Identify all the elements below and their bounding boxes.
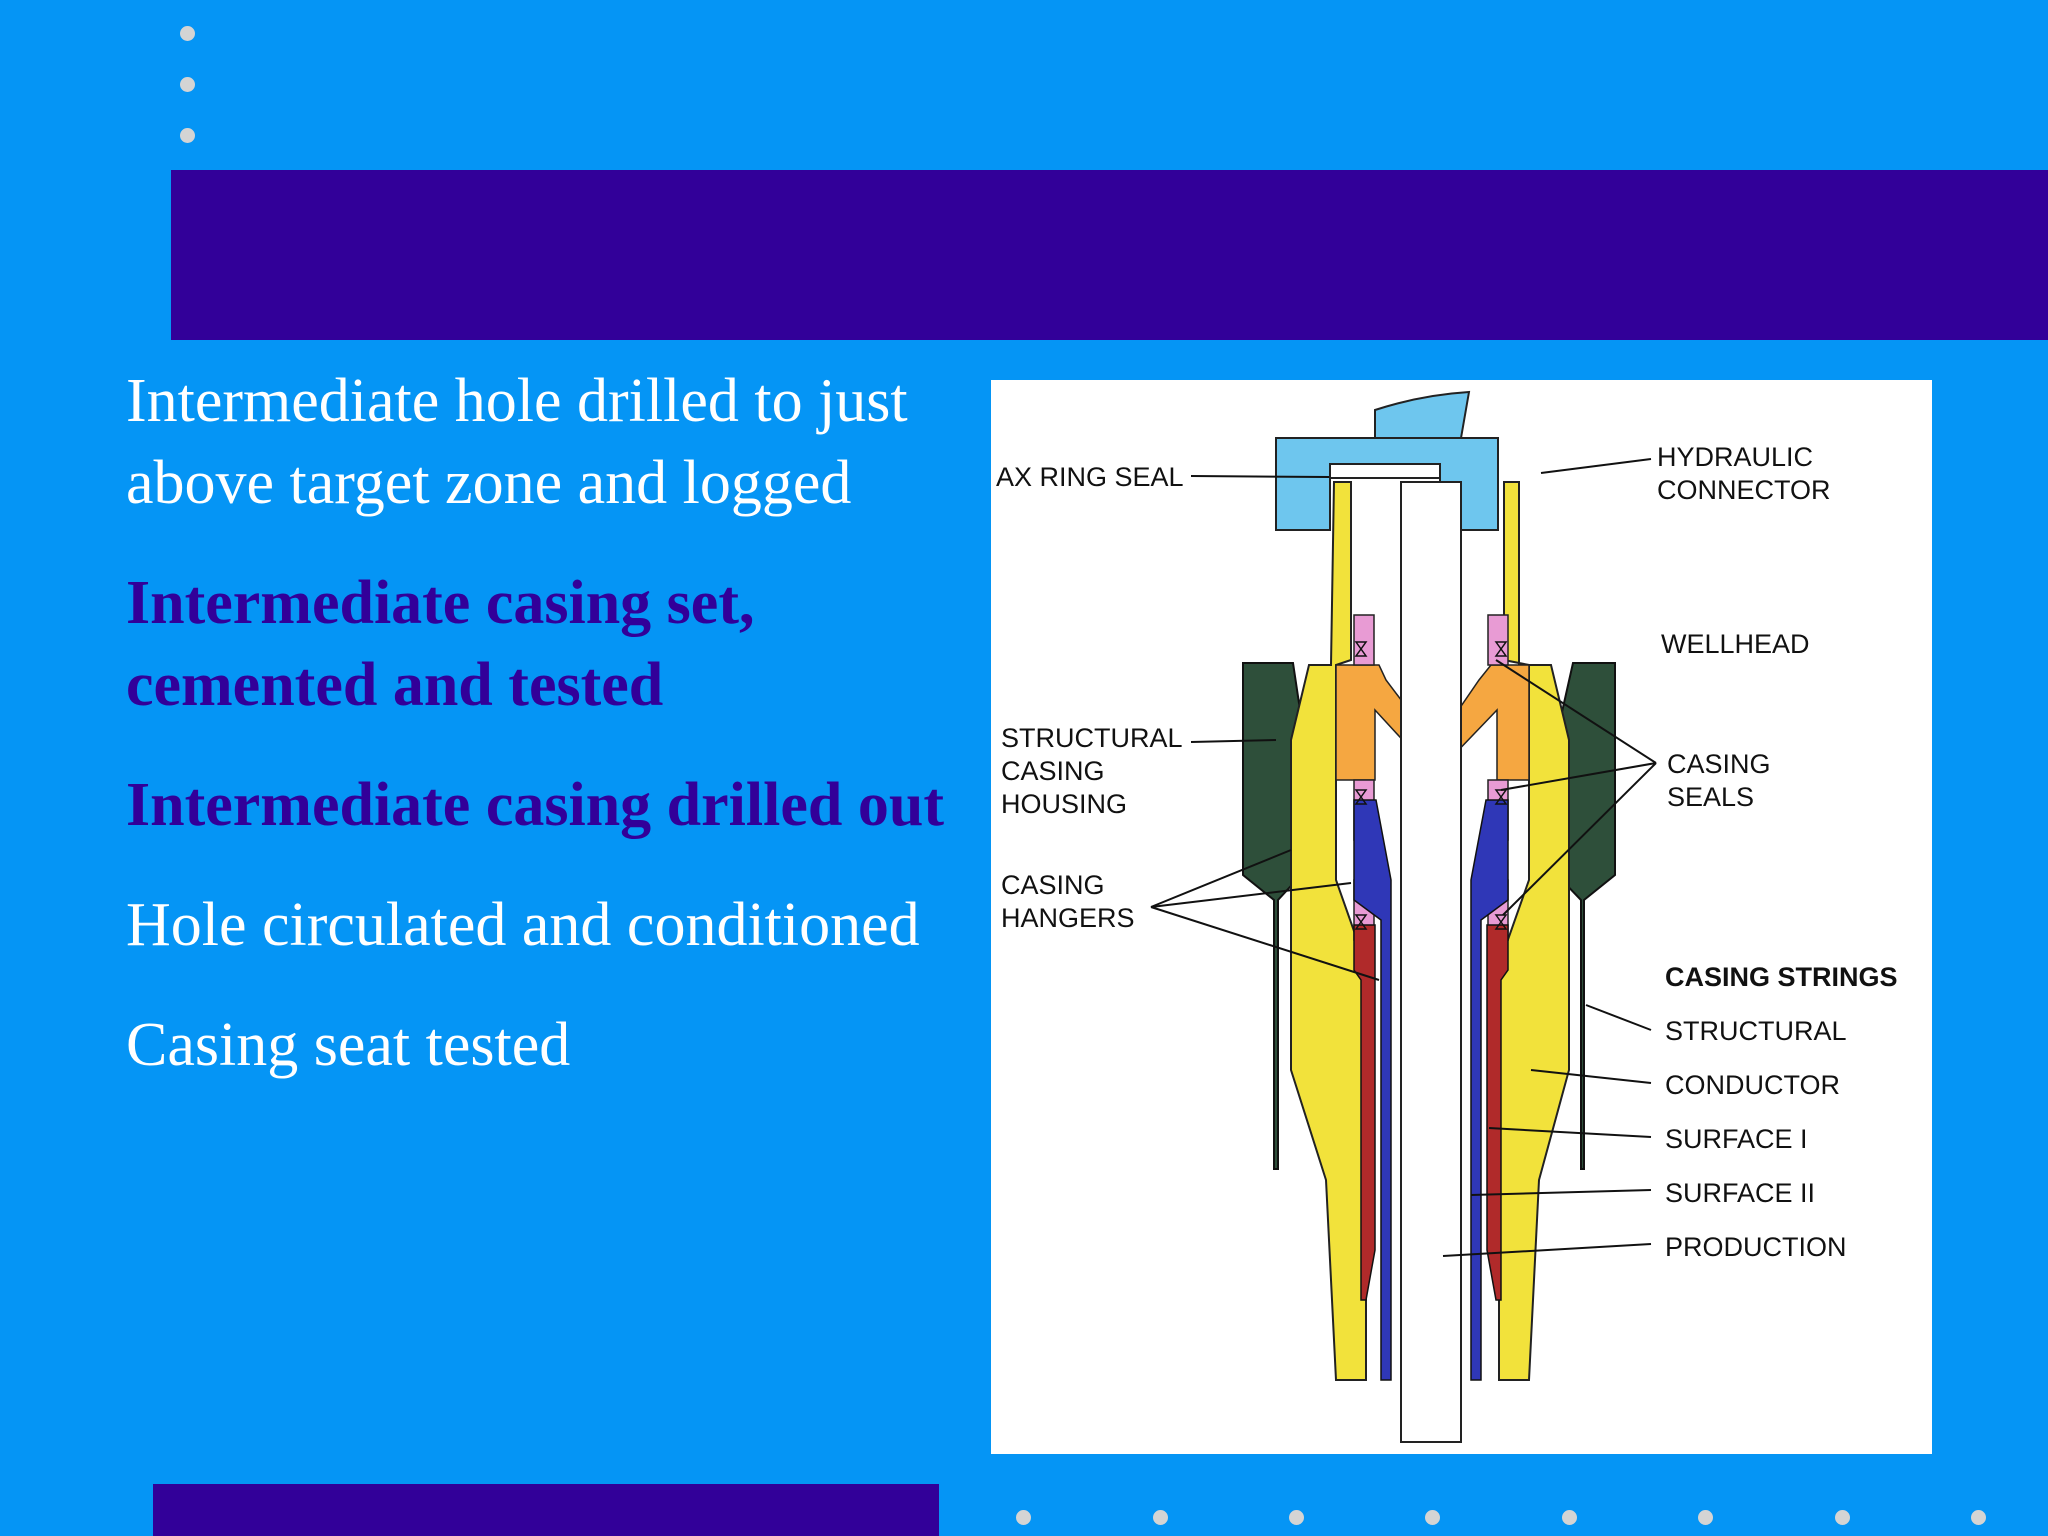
decorative-dot	[1153, 1510, 1168, 1525]
label-surface-ii: SURFACE II	[1665, 1178, 1815, 1208]
seal-right-1	[1488, 615, 1508, 665]
decorative-dot	[1698, 1510, 1713, 1525]
decorative-dot	[1425, 1510, 1440, 1525]
footer-bar	[153, 1484, 939, 1536]
seal-left-1	[1354, 615, 1374, 665]
label-structural: STRUCTURAL	[1665, 1016, 1847, 1046]
conductor-housing-right	[1499, 482, 1569, 1380]
bullet-item: Casing seat tested	[126, 1004, 956, 1086]
label-casing-hangers-2: HANGERS	[1001, 903, 1135, 933]
label-production: PRODUCTION	[1665, 1232, 1847, 1262]
ax-ring-seal-shape	[1330, 464, 1440, 478]
hydraulic-connector-shape	[1276, 392, 1498, 530]
decorative-dot	[1016, 1510, 1031, 1525]
label-hydraulic-connector-1: HYDRAULIC	[1657, 442, 1813, 472]
bullet-item: Intermediate hole drilled to just above …	[126, 360, 956, 524]
label-structural-housing-1: STRUCTURAL	[1001, 723, 1183, 753]
decorative-dot	[1289, 1510, 1304, 1525]
wellhead-drawing: AX RING SEAL HYDRAULIC CONNECTOR WELLHEA…	[991, 380, 1932, 1454]
wellbore	[1401, 482, 1461, 1442]
bullet-list: Intermediate hole drilled to just above …	[126, 360, 956, 1124]
decorative-dot	[1562, 1510, 1577, 1525]
decorative-dot	[1971, 1510, 1986, 1525]
bullet-item: Intermediate casing set, cemented and te…	[126, 562, 956, 726]
label-casing-strings-title: CASING STRINGS	[1665, 962, 1898, 992]
label-ax-ring-seal: AX RING SEAL	[996, 462, 1184, 492]
decorative-dot	[180, 128, 195, 143]
decorative-dot	[180, 77, 195, 92]
label-casing-seals-2: SEALS	[1667, 782, 1754, 812]
bullet-item: Intermediate casing drilled out	[126, 764, 956, 846]
label-casing-hangers-1: CASING	[1001, 870, 1105, 900]
label-structural-housing-2: CASING	[1001, 756, 1105, 786]
wellhead-diagram: AX RING SEAL HYDRAULIC CONNECTOR WELLHEA…	[991, 380, 1932, 1454]
label-conductor: CONDUCTOR	[1665, 1070, 1840, 1100]
decorative-dot	[180, 26, 195, 41]
label-hydraulic-connector-2: CONNECTOR	[1657, 475, 1831, 505]
title-bar	[171, 170, 2048, 340]
decorative-dot	[1835, 1510, 1850, 1525]
label-structural-housing-3: HOUSING	[1001, 789, 1127, 819]
bullet-item: Hole circulated and conditioned	[126, 884, 956, 966]
label-surface-i: SURFACE I	[1665, 1124, 1808, 1154]
label-wellhead: WELLHEAD	[1661, 629, 1810, 659]
label-casing-seals-1: CASING	[1667, 749, 1771, 779]
